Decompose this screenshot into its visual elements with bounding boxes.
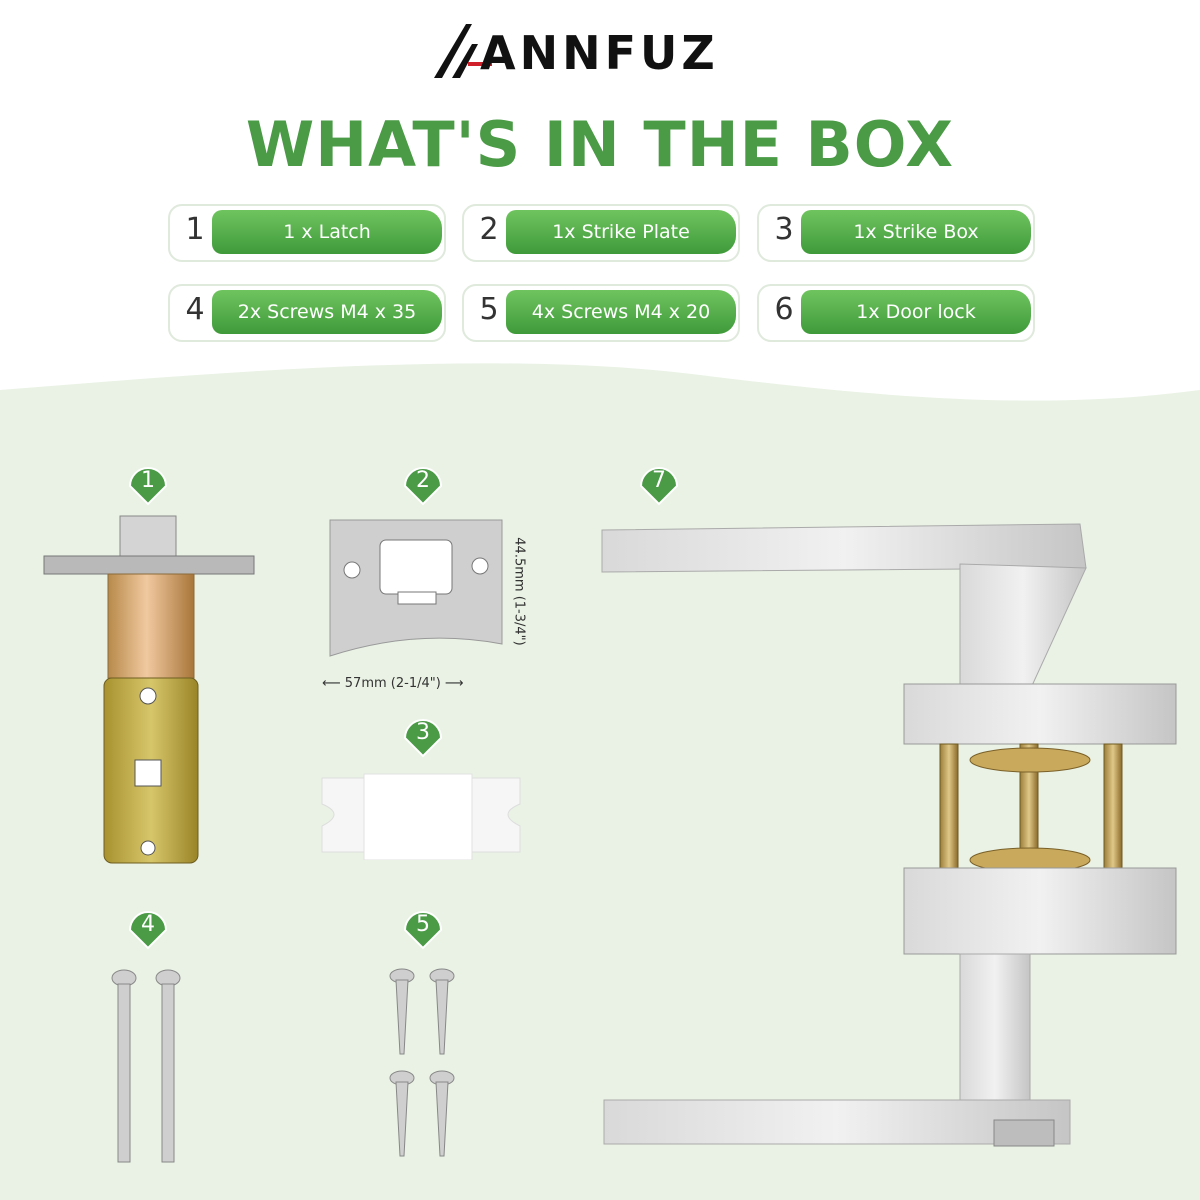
width-dimension: ⟵ 57mm (2-1/4") ⟶ (322, 676, 464, 691)
item-label: 1x Strike Plate (552, 221, 690, 243)
item-label: 1x Strike Box (853, 221, 979, 243)
badge-4: 4 (125, 904, 171, 950)
long-screws-image (111, 969, 181, 1163)
badge-7: 7 (636, 460, 682, 506)
background-panel (0, 363, 1200, 1200)
brand-logo: ANNFUZ (432, 18, 772, 88)
item-number: 1 (185, 212, 205, 247)
strike-box-image (321, 773, 521, 860)
item-label: 2x Screws M4 x 35 (237, 301, 417, 323)
badge-number: 2 (416, 468, 430, 493)
badge-number: 4 (141, 912, 155, 937)
badge-5: 5 (400, 904, 446, 950)
strike-plate-image (329, 519, 503, 657)
item-number: 2 (479, 212, 499, 247)
item-number: 3 (774, 212, 794, 247)
item-label: 1x Door lock (856, 301, 976, 323)
list-item: 1 1 x Latch (168, 204, 446, 262)
list-item: 2 1x Strike Plate (462, 204, 740, 262)
page-title: WHAT'S IN THE BOX (245, 108, 955, 181)
list-item: 6 1x Door lock (757, 284, 1035, 342)
height-dimension: 44.5mm (1-3/4") (512, 537, 527, 645)
item-label: 1 x Latch (283, 221, 371, 243)
badge-number: 5 (416, 912, 430, 937)
logo-mark-icon (434, 24, 492, 78)
badge-3: 3 (400, 712, 446, 758)
list-item: 3 1x Strike Box (757, 204, 1035, 262)
badge-1: 1 (125, 460, 171, 506)
item-number: 4 (185, 292, 205, 327)
short-screws-image (389, 968, 455, 1157)
list-item: 4 2x Screws M4 x 35 (168, 284, 446, 342)
list-item: 5 4x Screws M4 x 20 (462, 284, 740, 342)
badge-number: 7 (652, 468, 666, 493)
badge-number: 1 (141, 468, 155, 493)
item-number: 5 (479, 292, 499, 327)
item-label: 4x Screws M4 x 20 (531, 301, 711, 323)
badge-2: 2 (400, 460, 446, 506)
brand-name: ANNFUZ (480, 26, 719, 80)
height-dimension-label: 44.5mm (1-3/4") (511, 537, 527, 646)
item-number: 6 (774, 292, 794, 327)
width-dimension-label: 57mm (2-1/4") (344, 676, 441, 691)
latch-image (43, 515, 255, 864)
door-lock-image (601, 523, 1177, 1147)
badge-number: 3 (416, 720, 430, 745)
